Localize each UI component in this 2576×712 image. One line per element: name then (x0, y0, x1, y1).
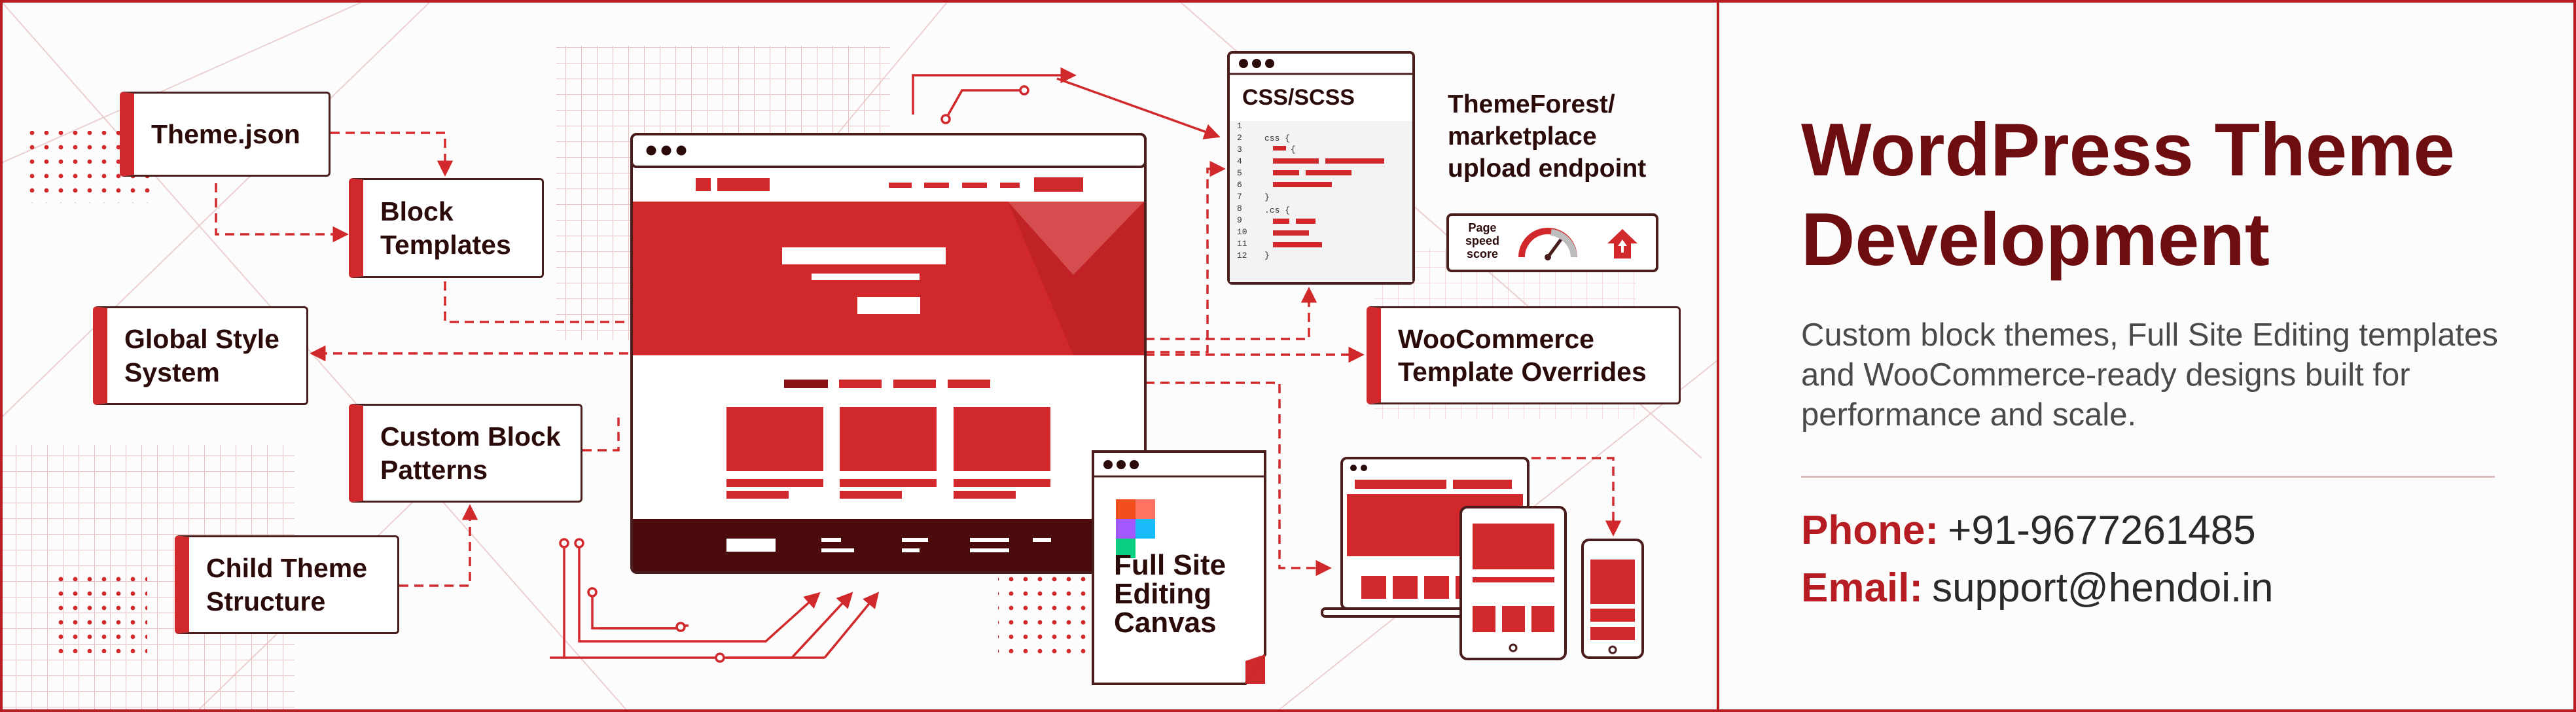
dot-pattern (56, 575, 147, 653)
css-panel-title: CSS/SCSS (1242, 85, 1355, 110)
code-line-number: 10 (1237, 227, 1247, 237)
node-label: Block Templates (380, 196, 511, 260)
node-custom-block-patterns: Custom Block Patterns (349, 404, 582, 503)
node-label: Theme.json (151, 118, 300, 149)
info-panel: WordPress Theme Development Custom block… (1718, 0, 2576, 712)
divider (1801, 476, 2495, 478)
node-theme-json: Theme.json (120, 92, 331, 177)
code-line-number: 7 (1237, 192, 1242, 202)
marketplace-endpoint-label: ThemeForest/ marketplace upload endpoint (1448, 90, 1647, 183)
node-block-templates: Block Templates (349, 178, 544, 278)
code-line: css { (1264, 134, 1290, 143)
node-global-style-system: Global Style System (93, 306, 308, 405)
node-label: Global Style System (124, 324, 279, 387)
email-label: Email: (1801, 565, 1923, 611)
node-label: WooCommerce Template Overrides (1398, 323, 1647, 387)
fse-canvas-label: Full Site Editing Canvas (1114, 549, 1226, 639)
code-line-number: 4 (1237, 156, 1242, 166)
email-value[interactable]: support@hendoi.in (1932, 565, 2274, 611)
node-child-theme-structure: Child Theme Structure (175, 535, 399, 634)
phone-value[interactable]: +91-9677261485 (1948, 508, 2256, 553)
code-line: .cs { (1264, 205, 1290, 215)
email-line: Email:support@hendoi.in (1801, 565, 2273, 611)
node-label: Child Theme Structure (206, 553, 368, 616)
node-woocommerce-overrides: WooCommerce Template Overrides (1367, 306, 1681, 404)
phone-label: Phone: (1801, 508, 1939, 553)
svg-text:}: } (1264, 192, 1270, 202)
pagespeed-label: Page speed score (1465, 221, 1500, 261)
svg-text:{: { (1291, 145, 1296, 154)
headline: WordPress Theme Development (1801, 109, 2455, 281)
phone-line: Phone:+91-9677261485 (1801, 507, 2256, 554)
responsive-devices (1321, 457, 1644, 660)
code-line-number: 2 (1237, 133, 1242, 143)
svg-text:}: } (1264, 251, 1270, 260)
dot-pattern (998, 568, 1090, 660)
code-line-number: 1 (1237, 121, 1242, 131)
code-line-number: 3 (1237, 145, 1242, 154)
code-line-number: 6 (1237, 180, 1242, 190)
code-line-number: 8 (1237, 204, 1242, 213)
node-label: Custom Block Patterns (380, 421, 561, 485)
browser-window (630, 133, 1147, 574)
subtitle: Custom block themes, Full Site Editing t… (1801, 317, 2498, 433)
code-line-number: 5 (1237, 168, 1242, 178)
code-line-number: 12 (1237, 251, 1247, 260)
code-line-number: 9 (1237, 215, 1242, 225)
code-line-number: 11 (1237, 239, 1247, 249)
